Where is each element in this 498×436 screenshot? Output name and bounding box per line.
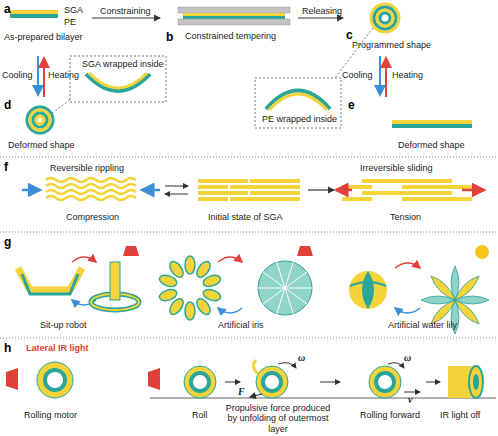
panel-letter: c <box>346 28 353 42</box>
iris-petal <box>158 288 178 303</box>
sheet <box>198 179 248 183</box>
caption-text: As-prepared bilayer <box>4 32 83 42</box>
sheet <box>402 185 472 189</box>
pe-inset <box>255 78 341 128</box>
panel-letter: h <box>4 341 11 355</box>
text-label: Heating <box>48 70 79 80</box>
panel-letter: g <box>4 235 11 249</box>
panel-b <box>178 7 343 25</box>
text-label: Compression <box>66 212 119 222</box>
iris-seam <box>285 288 307 304</box>
panel-letter: b <box>166 30 173 44</box>
cooling-heating-right <box>380 56 386 97</box>
iris-seam <box>258 288 285 289</box>
text-label: Tension <box>390 212 421 222</box>
text-label: Artificial water lily <box>388 320 457 330</box>
text-label: v <box>408 394 412 406</box>
text-label: Rolling forward <box>360 410 420 420</box>
text-label: F <box>238 386 245 398</box>
iris-seam <box>285 262 293 288</box>
text-label: Cooling <box>342 70 373 80</box>
text-label: Irreversible sliding <box>360 163 433 173</box>
sheet <box>230 197 300 201</box>
iris-petal <box>194 296 213 316</box>
panel-h <box>6 360 496 398</box>
iris-seam <box>285 288 293 314</box>
sheet <box>230 185 300 189</box>
cooling-heating-left <box>38 56 44 97</box>
text-label: ω <box>298 352 305 364</box>
sheet <box>198 185 228 189</box>
iris-seam <box>277 288 285 314</box>
panel-letter: a <box>4 2 11 16</box>
panel-g <box>18 245 489 334</box>
text-label: Reversible rippling <box>50 163 124 173</box>
iris-petal <box>185 302 195 320</box>
sheet <box>402 179 452 183</box>
layer-label: PE <box>64 17 76 27</box>
text-label: Propulsive force produced by unfolding o… <box>222 403 334 434</box>
iris-petal <box>167 259 186 279</box>
text-label: Deformed shape <box>398 140 465 150</box>
iris-seam <box>277 262 285 288</box>
dividers <box>0 157 498 338</box>
iris-petal <box>202 273 222 288</box>
ripple-line <box>46 196 136 200</box>
sheet <box>402 191 452 195</box>
text-label: Cooling <box>2 70 33 80</box>
ripple-line <box>46 178 136 182</box>
text-label: Roll <box>192 410 208 420</box>
lily-petal <box>428 273 458 303</box>
iris-seam <box>263 288 285 304</box>
sheet <box>198 197 228 201</box>
panel-f <box>22 178 484 201</box>
text-label: Rolling motor <box>24 410 77 420</box>
ripple-line <box>46 190 136 194</box>
panel-letter: d <box>4 98 11 112</box>
text-label: Sit-up robot <box>40 320 87 330</box>
sheet <box>402 197 472 201</box>
step-label: Constraining <box>100 6 151 16</box>
step-label: Releasing <box>302 6 342 16</box>
text-label: Artificial iris <box>218 320 264 330</box>
iris-seam <box>285 272 307 288</box>
text-label: ω <box>404 352 411 364</box>
iris-seam <box>285 288 312 289</box>
panel-d <box>27 56 166 133</box>
panel-letter: e <box>348 98 355 112</box>
sheet <box>250 191 300 195</box>
text-label: Heating <box>392 70 423 80</box>
caption-text: Programmed shape <box>352 40 431 50</box>
sheet <box>198 191 248 195</box>
text-label: Initial state of SGA <box>208 212 283 222</box>
caption-text: Constrained tempering <box>185 31 276 41</box>
sheet <box>342 185 372 189</box>
iris-seam <box>263 272 285 288</box>
panel-letter: f <box>4 160 8 174</box>
panel-e <box>392 120 472 128</box>
layer-label: SGA <box>64 5 83 15</box>
sheet <box>250 179 300 183</box>
ripple-line <box>46 184 136 188</box>
text-label: PE wrapped inside <box>262 114 337 124</box>
text-label: Lateral IR light <box>26 343 89 353</box>
iris-petal <box>185 256 195 274</box>
text-label: SGA wrapped inside <box>82 59 164 69</box>
text-label: Deformed shape <box>8 140 75 150</box>
sheet <box>342 197 372 201</box>
text-label: IR light off <box>440 410 480 420</box>
